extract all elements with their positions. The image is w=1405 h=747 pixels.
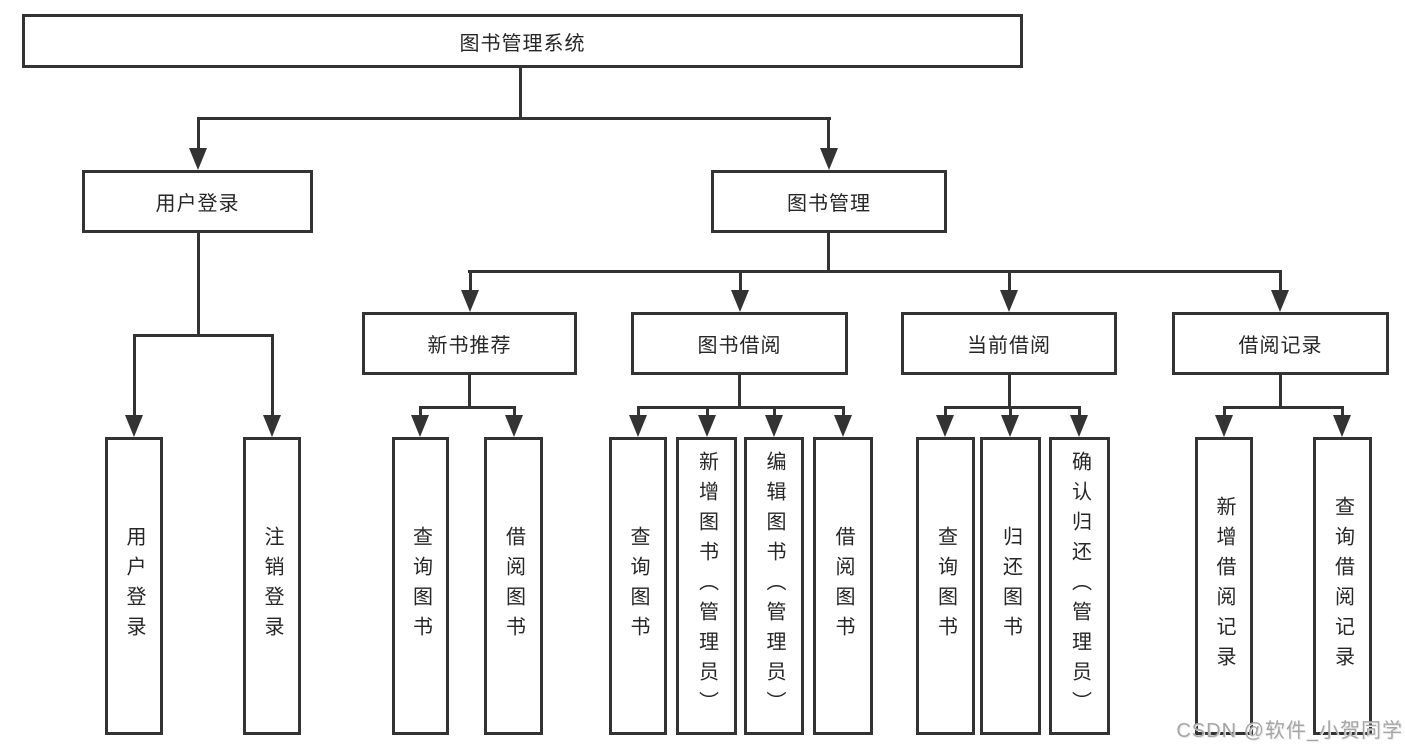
node-borrow-record: 借阅记录 xyxy=(1172,312,1389,375)
leaf-edit-books-admin: 编辑图书（管理员） xyxy=(744,437,804,735)
arrowhead-icon xyxy=(629,415,647,437)
node-root-library-system: 图书管理系统 xyxy=(22,14,1023,68)
connector-line xyxy=(468,270,1281,273)
connector-line xyxy=(469,270,472,292)
arrowhead-icon xyxy=(461,290,479,312)
connector-line xyxy=(739,270,742,292)
arrowhead-icon xyxy=(189,148,207,170)
arrowhead-icon xyxy=(1070,415,1088,437)
connector-line xyxy=(1009,406,1012,417)
node-label: 图书管理 xyxy=(787,193,871,215)
connector-line xyxy=(637,406,640,417)
leaf-label: 新增图书（管理员） xyxy=(695,451,718,721)
arrowhead-icon xyxy=(411,415,429,437)
leaf-query-books-borrow: 查询图书 xyxy=(609,437,667,735)
csdn-watermark: CSDN @软件_小贺同学 xyxy=(1176,720,1403,742)
arrowhead-icon xyxy=(1271,290,1289,312)
connector-line xyxy=(827,233,830,273)
connector-line xyxy=(513,406,516,417)
connector-line xyxy=(1279,270,1282,292)
connector-line xyxy=(706,406,709,417)
arrowhead-icon xyxy=(936,415,954,437)
connector-line xyxy=(419,406,422,417)
node-label: 用户登录 xyxy=(155,193,240,215)
node-current-borrow: 当前借阅 xyxy=(901,312,1117,375)
connector-line xyxy=(944,406,1081,409)
arrowhead-icon xyxy=(698,415,716,437)
connector-line xyxy=(738,375,741,409)
connector-line xyxy=(827,117,830,150)
node-label: 图书借阅 xyxy=(697,335,782,357)
connector-line xyxy=(1341,406,1344,417)
leaf-label: 编辑图书（管理员） xyxy=(763,451,785,721)
leaf-label: 新增借阅记录 xyxy=(1213,496,1235,676)
arrowhead-icon xyxy=(263,415,281,437)
arrowhead-icon xyxy=(820,148,838,170)
node-label: 图书管理系统 xyxy=(459,32,586,55)
leaf-label: 查询图书 xyxy=(627,526,649,646)
node-label: 当前借阅 xyxy=(967,335,1051,357)
leaf-logout: 注销登录 xyxy=(243,437,301,735)
leaf-query-books-current: 查询图书 xyxy=(916,437,975,735)
connector-line xyxy=(197,117,831,120)
connector-line xyxy=(637,406,845,409)
leaf-return-books: 归还图书 xyxy=(980,437,1041,735)
node-label: 借阅记录 xyxy=(1238,335,1323,357)
connector-line xyxy=(1223,406,1226,417)
arrowhead-icon xyxy=(731,290,749,312)
leaf-confirm-return-admin: 确认归还（管理员） xyxy=(1049,437,1110,735)
arrowhead-icon xyxy=(765,415,783,437)
connector-line xyxy=(519,68,522,120)
node-new-book-recommend: 新书推荐 xyxy=(362,312,577,375)
connector-line xyxy=(842,406,845,417)
leaf-add-borrow-record: 新增借阅记录 xyxy=(1195,437,1253,735)
connector-line xyxy=(1279,375,1282,409)
leaf-label: 查询图书 xyxy=(934,526,957,646)
leaf-borrow-books: 借阅图书 xyxy=(813,437,873,735)
arrowhead-icon xyxy=(834,415,852,437)
arrowhead-icon xyxy=(1215,415,1233,437)
connector-line xyxy=(197,233,200,337)
leaf-label: 确认归还（管理员） xyxy=(1068,451,1091,721)
connector-line xyxy=(133,334,136,417)
connector-line xyxy=(271,334,274,417)
leaf-add-books-admin: 新增图书（管理员） xyxy=(676,437,737,735)
arrowhead-icon xyxy=(505,415,523,437)
leaf-label: 借阅图书 xyxy=(502,526,525,646)
arrowhead-icon xyxy=(1000,290,1018,312)
leaf-query-borrow-record: 查询借阅记录 xyxy=(1313,437,1372,735)
leaf-label: 归还图书 xyxy=(999,526,1022,646)
connector-line xyxy=(133,334,274,337)
node-book-management: 图书管理 xyxy=(711,170,947,233)
connector-line xyxy=(197,117,200,150)
connector-line xyxy=(944,406,947,417)
leaf-label: 用户登录 xyxy=(123,526,145,646)
leaf-label: 查询借阅记录 xyxy=(1331,496,1354,676)
connector-line xyxy=(1078,406,1081,417)
arrowhead-icon xyxy=(125,415,143,437)
node-book-borrow: 图书借阅 xyxy=(631,312,848,375)
node-label: 新书推荐 xyxy=(427,335,512,357)
connector-line xyxy=(1008,270,1011,292)
leaf-borrow-books-recommend: 借阅图书 xyxy=(484,437,543,735)
leaf-label: 借阅图书 xyxy=(832,526,854,646)
leaf-label: 注销登录 xyxy=(261,526,283,646)
leaf-label: 查询图书 xyxy=(409,526,432,646)
connector-line xyxy=(1223,406,1343,409)
leaf-user-login: 用户登录 xyxy=(105,437,163,735)
connector-line xyxy=(773,406,776,417)
arrowhead-icon xyxy=(1001,415,1019,437)
connector-line xyxy=(1008,375,1011,409)
node-user-login: 用户登录 xyxy=(82,170,313,233)
arrowhead-icon xyxy=(1333,415,1351,437)
leaf-query-books-recommend: 查询图书 xyxy=(392,437,449,735)
connector-line xyxy=(468,375,471,409)
connector-line xyxy=(419,406,516,409)
